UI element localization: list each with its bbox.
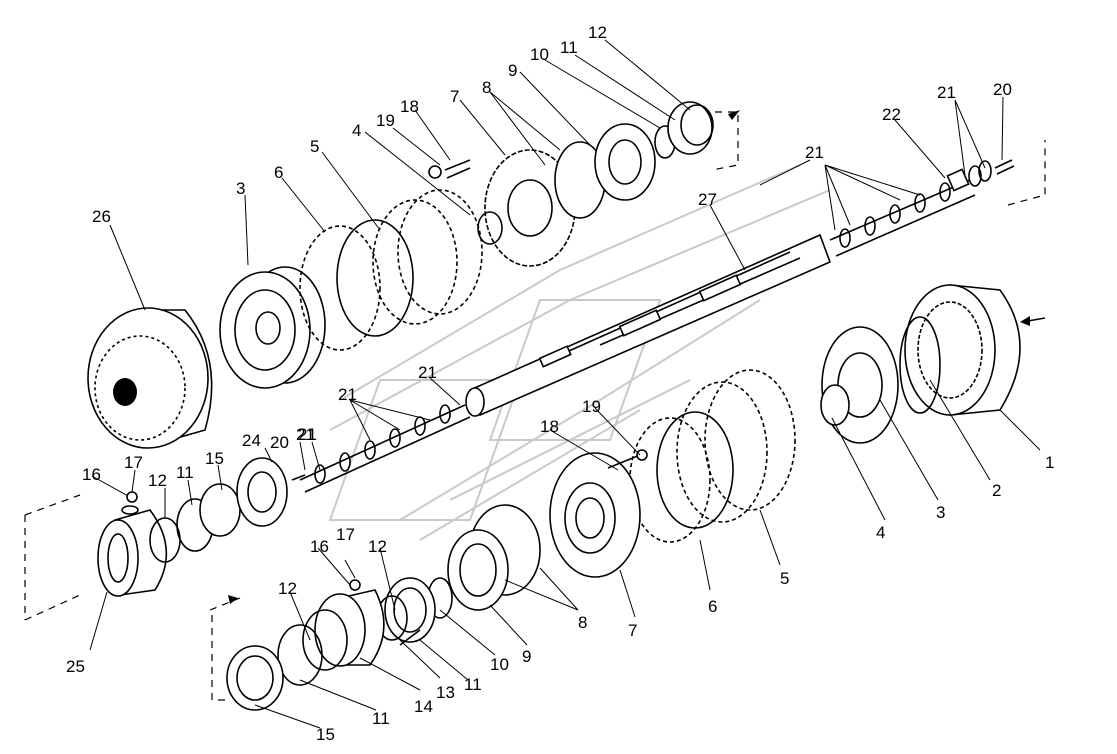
label-11-top: 11 (560, 38, 578, 57)
part-hub-3-upper (219, 266, 326, 389)
label-12-left: 12 (148, 471, 167, 490)
label-24: 24 (242, 431, 261, 450)
label-12-top: 12 (588, 23, 607, 42)
part-drum-26 (87, 307, 213, 449)
label-21-left-d: 21 (298, 425, 317, 444)
label-25: 25 (66, 657, 85, 676)
label-3-top: 3 (236, 179, 245, 198)
label-20-left: 20 (270, 433, 289, 452)
part-piston-upper (554, 101, 740, 219)
part-hub-3-right (820, 326, 899, 444)
label-4-right: 4 (876, 523, 885, 542)
label-10-top: 10 (530, 45, 549, 64)
label-19-right: 19 (582, 397, 601, 416)
label-17-bottom: 17 (336, 525, 355, 544)
labels-left-group: 17 16 12 11 15 25 (66, 449, 224, 676)
label-10-bottom: 10 (490, 655, 509, 674)
part-bottom-group (209, 577, 436, 711)
label-8-top: 8 (482, 78, 491, 97)
label-22: 22 (882, 105, 901, 124)
label-21-left-c: 21 (296, 425, 315, 444)
label-19-top: 19 (376, 111, 395, 130)
label-11-left: 11 (176, 463, 194, 482)
label-9-right: 9 (522, 647, 531, 666)
main-shaft (465, 233, 832, 417)
labels-left-shaft: 21 21 21 24 20 21 (242, 363, 437, 452)
part-pressure-plate-7-right (549, 449, 648, 578)
label-17-left: 17 (124, 453, 143, 472)
label-21-right-b: 21 (805, 143, 824, 162)
label-8-right: 8 (578, 613, 587, 632)
label-2: 2 (992, 481, 1001, 500)
label-26: 26 (92, 207, 111, 226)
label-6-right: 6 (708, 597, 717, 616)
label-12-bottom-b: 12 (278, 579, 297, 598)
label-20-right: 20 (993, 80, 1012, 99)
labels-right-shaft: 21 20 22 21 27 (698, 80, 1012, 209)
label-9-top: 9 (508, 61, 517, 80)
part-bolt-18-19-upper (428, 159, 471, 179)
label-18-right: 18 (540, 417, 559, 436)
part-friction-discs-upper (299, 189, 483, 351)
label-1: 1 (1045, 453, 1054, 472)
label-15-left: 15 (205, 449, 224, 468)
part-piston-lower (427, 504, 541, 619)
label-6-top: 6 (274, 163, 283, 182)
label-11-bottom-b: 11 (464, 675, 482, 694)
part-friction-discs-right (629, 369, 796, 543)
label-11-bottom-a: 11 (372, 709, 390, 728)
labels-bottom-group: 16 17 12 12 11 15 14 13 11 10 (278, 525, 509, 744)
label-13: 13 (436, 683, 455, 702)
label-18-top: 18 (400, 97, 419, 116)
label-5-right: 5 (780, 569, 789, 588)
label-16-bottom: 16 (310, 537, 329, 556)
label-21-left-a: 21 (338, 385, 357, 404)
label-16-left: 16 (82, 465, 101, 484)
label-14: 14 (414, 697, 433, 716)
label-21-left-b: 21 (418, 363, 437, 382)
label-12-bottom-a: 12 (368, 537, 387, 556)
label-15-bottom: 15 (316, 725, 335, 744)
shaft-rings-right (829, 159, 1015, 257)
label-7-right: 7 (628, 621, 637, 640)
label-4-top: 4 (352, 121, 361, 140)
part-pressure-plate-7-upper (477, 149, 576, 267)
part-housing-1 (899, 140, 1046, 416)
shaft-rings-left (299, 404, 471, 493)
label-27: 27 (698, 190, 717, 209)
labels-right-assembly: 1 2 3 4 5 6 7 8 9 19 18 (522, 397, 1054, 666)
label-3-right: 3 (936, 503, 945, 522)
label-21-right-a: 21 (937, 83, 956, 102)
part-left-group (24, 457, 306, 621)
labels-top: 12 11 10 9 8 7 18 19 4 5 6 3 26 (92, 23, 607, 226)
label-7-top: 7 (450, 87, 459, 106)
leader-lines (89, 39, 1041, 729)
label-5-top: 5 (310, 137, 319, 156)
